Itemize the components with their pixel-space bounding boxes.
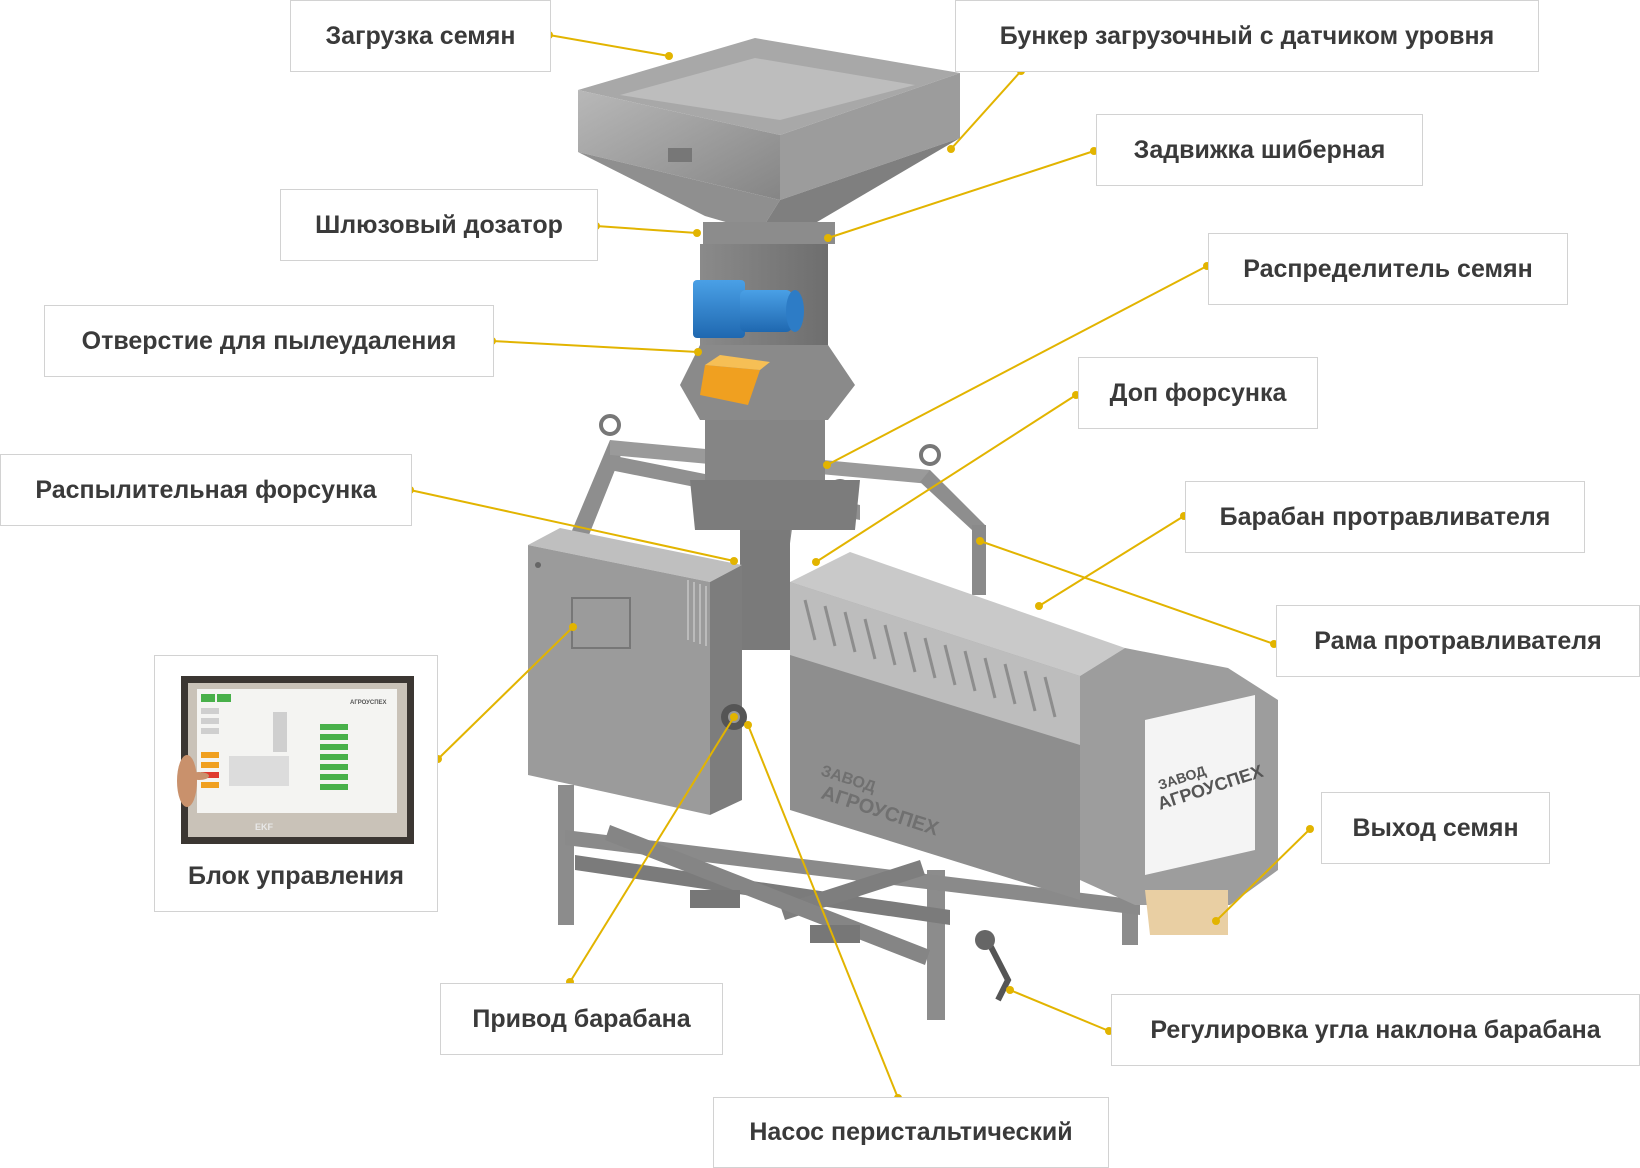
screen-brand: АГРОУСПЕХ [350,700,387,706]
hopper [578,38,960,232]
label-extra-nozzle-text: Доп форсунка [1109,378,1287,407]
label-seed-distributor: Распределитель семян [1208,233,1568,305]
label-drum-drive-text: Привод барабана [472,1004,691,1033]
label-dust-outlet: Отверстие для пылеудаления [44,305,494,377]
drum-vent-slots [803,599,1057,718]
label-airlock-feeder: Шлюзовый дозатор [280,189,598,261]
label-drum: Барабан протравливателя [1185,481,1585,553]
label-drum-text: Барабан протравливателя [1219,502,1551,531]
label-seed-distributor-text: Распределитель семян [1243,254,1533,283]
control-unit-panel: АГРОУСПЕХ EKF Блок управления [154,655,438,912]
feeder-motor [693,280,804,338]
label-seed-outlet: Выход семян [1321,792,1550,864]
label-drum-drive: Привод барабана [440,983,723,1055]
label-pump: Насос перистальтический [713,1097,1109,1168]
touch-screen-photo: АГРОУСПЕХ EKF [177,676,414,844]
label-dust-outlet-text: Отверстие для пылеудаления [81,326,457,355]
label-pump-text: Насос перистальтический [749,1118,1073,1146]
label-seed-loading-text: Загрузка семян [325,21,516,50]
label-seed-loading: Загрузка семян [290,0,551,72]
base-frame [558,785,1140,1020]
label-spray-nozzle-text: Распылительная форсунка [35,475,377,504]
label-spray-nozzle: Распылительная форсунка [0,454,412,526]
label-gate-valve-text: Задвижка шиберная [1133,135,1386,164]
label-hopper-text: Бункер загрузочный с датчиком уровня [999,21,1495,50]
label-frame: Рама протравливателя [1276,605,1640,677]
label-tilt-adjust: Регулировка угла наклона барабана [1111,994,1640,1066]
label-seed-outlet-text: Выход семян [1352,813,1519,842]
label-frame-text: Рама протравливателя [1314,626,1602,655]
label-extra-nozzle: Доп форсунка [1078,357,1318,429]
screen-bezel-logo: EKF [255,822,274,832]
drum: ЗАВОД АГРОУСПЕХ ЗАВОД АГРОУСПЕХ [790,552,1278,935]
dust-outlet-pipe [700,355,770,405]
control-cabinet [528,528,742,815]
label-gate-valve: Задвижка шиберная [1096,114,1423,186]
leader-lines [409,34,1311,1099]
label-tilt-adjust-text: Регулировка угла наклона барабана [1150,1015,1601,1044]
label-control-unit: Блок управления [188,862,404,890]
label-airlock-feeder-text: Шлюзовый дозатор [315,210,563,239]
label-hopper: Бункер загрузочный с датчиком уровня [955,0,1539,72]
